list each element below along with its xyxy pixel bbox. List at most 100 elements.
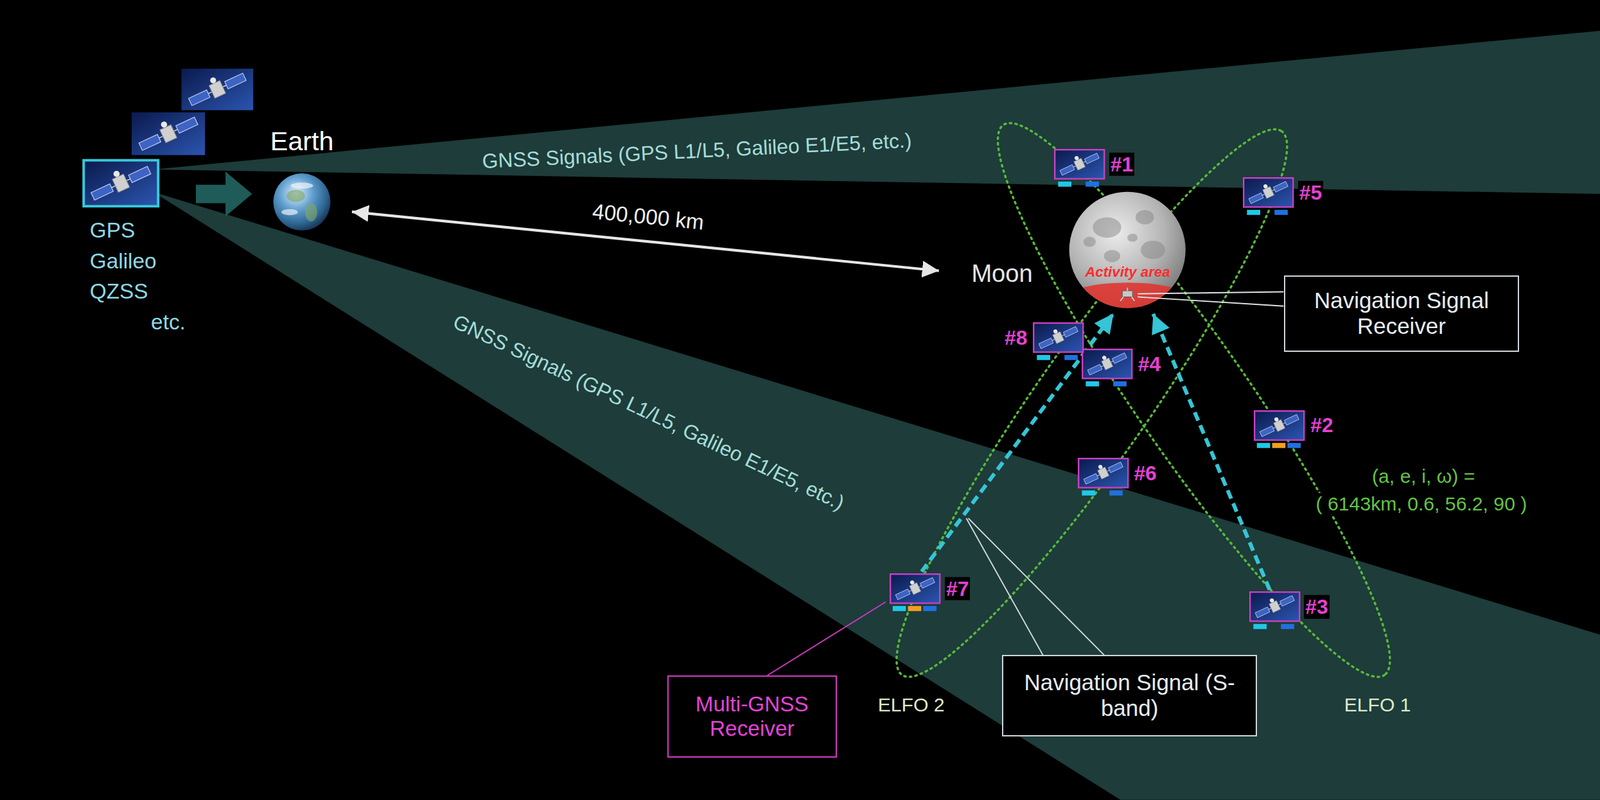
callout-box: Navigation Signal (S-band) bbox=[1002, 655, 1258, 737]
node-caption: #5 bbox=[1298, 181, 1324, 205]
lander-icon bbox=[1122, 290, 1133, 298]
node-caption: #7 bbox=[944, 576, 970, 601]
gnss-satellite bbox=[181, 64, 254, 111]
node-caption: #6 bbox=[1132, 461, 1158, 486]
satellite-node: #5 bbox=[1242, 177, 1294, 216]
payload-bar bbox=[1081, 490, 1096, 496]
leader-line bbox=[966, 518, 1043, 656]
node-caption: #8 bbox=[1003, 326, 1029, 351]
payload-bar bbox=[1036, 355, 1051, 361]
moon-crater bbox=[1104, 249, 1121, 263]
node-shape bbox=[1054, 149, 1105, 188]
gnss-satellite bbox=[83, 158, 159, 205]
node-caption: #2 bbox=[1309, 413, 1335, 438]
satellite-icon bbox=[1078, 456, 1128, 488]
node-text: #2 bbox=[1310, 413, 1333, 438]
satellite-icon bbox=[1033, 321, 1083, 352]
callout-box: Multi-GNSS Receiver bbox=[667, 675, 837, 759]
free-label: GNSS Signals (GPS L1/L5, Galileo E1/E5, … bbox=[449, 309, 849, 515]
free-label: ELFO 1 bbox=[1344, 693, 1412, 717]
block-arrow bbox=[195, 171, 252, 217]
payload-bar bbox=[923, 606, 938, 612]
gnss-beam bbox=[152, 192, 1600, 800]
leader-line bbox=[968, 518, 1105, 656]
payload-bar bbox=[1287, 442, 1302, 448]
satellite-node: #3 bbox=[1249, 591, 1301, 631]
node-shape bbox=[1253, 410, 1305, 449]
node-text: #8 bbox=[1004, 326, 1028, 351]
satellite-icon bbox=[1082, 347, 1132, 379]
node-text: Navigation Signal Receiver bbox=[1294, 287, 1508, 340]
satellite-node: #6 bbox=[1077, 457, 1129, 497]
satellite-frame bbox=[1078, 458, 1128, 488]
moon-node: Moon Activity area bbox=[969, 188, 1189, 313]
satellite-node: #2 bbox=[1253, 410, 1305, 449]
free-label: QZSS bbox=[89, 279, 149, 304]
payload-bar bbox=[908, 606, 922, 612]
payload-bar bbox=[1272, 442, 1286, 448]
payload-bar bbox=[892, 606, 907, 612]
node-text: #3 bbox=[1305, 595, 1328, 620]
payload-bar bbox=[1257, 442, 1271, 448]
node-text: Navigation Signal (S-band) bbox=[1013, 669, 1246, 722]
free-label: etc. bbox=[150, 310, 186, 335]
node-text: #1 bbox=[1110, 152, 1134, 177]
satellite-frame bbox=[1249, 592, 1300, 622]
activity-region bbox=[1066, 282, 1189, 314]
moon-crater bbox=[1140, 240, 1166, 260]
satellite-frame bbox=[1054, 149, 1105, 179]
free-label: ( 6143km, 0.6, 56.2, 90 ) bbox=[1313, 492, 1530, 516]
moon-crater bbox=[1092, 217, 1121, 238]
node-text: Multi-GNSS Receiver bbox=[678, 692, 826, 742]
node-shape bbox=[1249, 591, 1301, 631]
leader-line bbox=[1137, 291, 1284, 294]
moon-crater bbox=[1135, 210, 1155, 225]
moon-crater bbox=[1083, 237, 1096, 248]
node-shape bbox=[889, 573, 941, 613]
satellite-frame bbox=[890, 574, 940, 604]
satellite-frame bbox=[1033, 323, 1083, 352]
free-label: GPS bbox=[89, 218, 135, 243]
node-shape bbox=[1242, 177, 1294, 216]
callout-box: Navigation Signal Receiver bbox=[1283, 275, 1520, 352]
node-caption: Moon bbox=[971, 259, 1033, 288]
node-caption: Activity area bbox=[1084, 263, 1170, 281]
payload-bar bbox=[1280, 624, 1295, 630]
payload-bar bbox=[1253, 624, 1267, 630]
node-text: Activity area bbox=[1084, 263, 1170, 281]
activity-area: Activity area bbox=[1066, 263, 1189, 312]
gnss-beam bbox=[152, 30, 1600, 194]
satellite-frame bbox=[83, 160, 159, 207]
lander-legs bbox=[1120, 287, 1135, 302]
satellite-icon bbox=[890, 572, 940, 604]
orbit-ellipse bbox=[957, 93, 1431, 708]
satellite-node: #8 bbox=[1032, 322, 1084, 361]
payload-bar bbox=[1057, 181, 1072, 187]
payload-bar bbox=[1085, 381, 1099, 387]
planet-node: Earth bbox=[267, 126, 337, 233]
edge-label: 400,000 km bbox=[590, 199, 705, 235]
satellite-node: #7 bbox=[889, 573, 941, 613]
earth-detail bbox=[305, 202, 318, 222]
free-label: ELFO 2 bbox=[875, 693, 948, 717]
free-label: Galileo bbox=[89, 249, 157, 274]
satellite-node: #4 bbox=[1081, 348, 1133, 388]
earth-detail bbox=[281, 209, 298, 216]
earth-disc bbox=[273, 173, 331, 231]
payload-bar bbox=[1109, 490, 1123, 496]
satellite-icon bbox=[1255, 409, 1304, 440]
node-caption: #1 bbox=[1109, 152, 1135, 177]
node-caption: Earth bbox=[270, 126, 335, 158]
node-text: #7 bbox=[946, 576, 969, 601]
free-label: (a, e, i, ω) = bbox=[1369, 465, 1478, 489]
payload-bar bbox=[1064, 355, 1078, 361]
node-shape bbox=[1077, 457, 1129, 497]
node-shape bbox=[1032, 322, 1084, 361]
satellite-frame bbox=[1082, 350, 1132, 379]
node-text: #6 bbox=[1133, 461, 1157, 486]
satellite-node: #1 bbox=[1054, 149, 1105, 188]
earth-detail bbox=[286, 189, 306, 202]
node-text: Earth bbox=[270, 126, 335, 158]
node-text: #5 bbox=[1299, 181, 1322, 205]
